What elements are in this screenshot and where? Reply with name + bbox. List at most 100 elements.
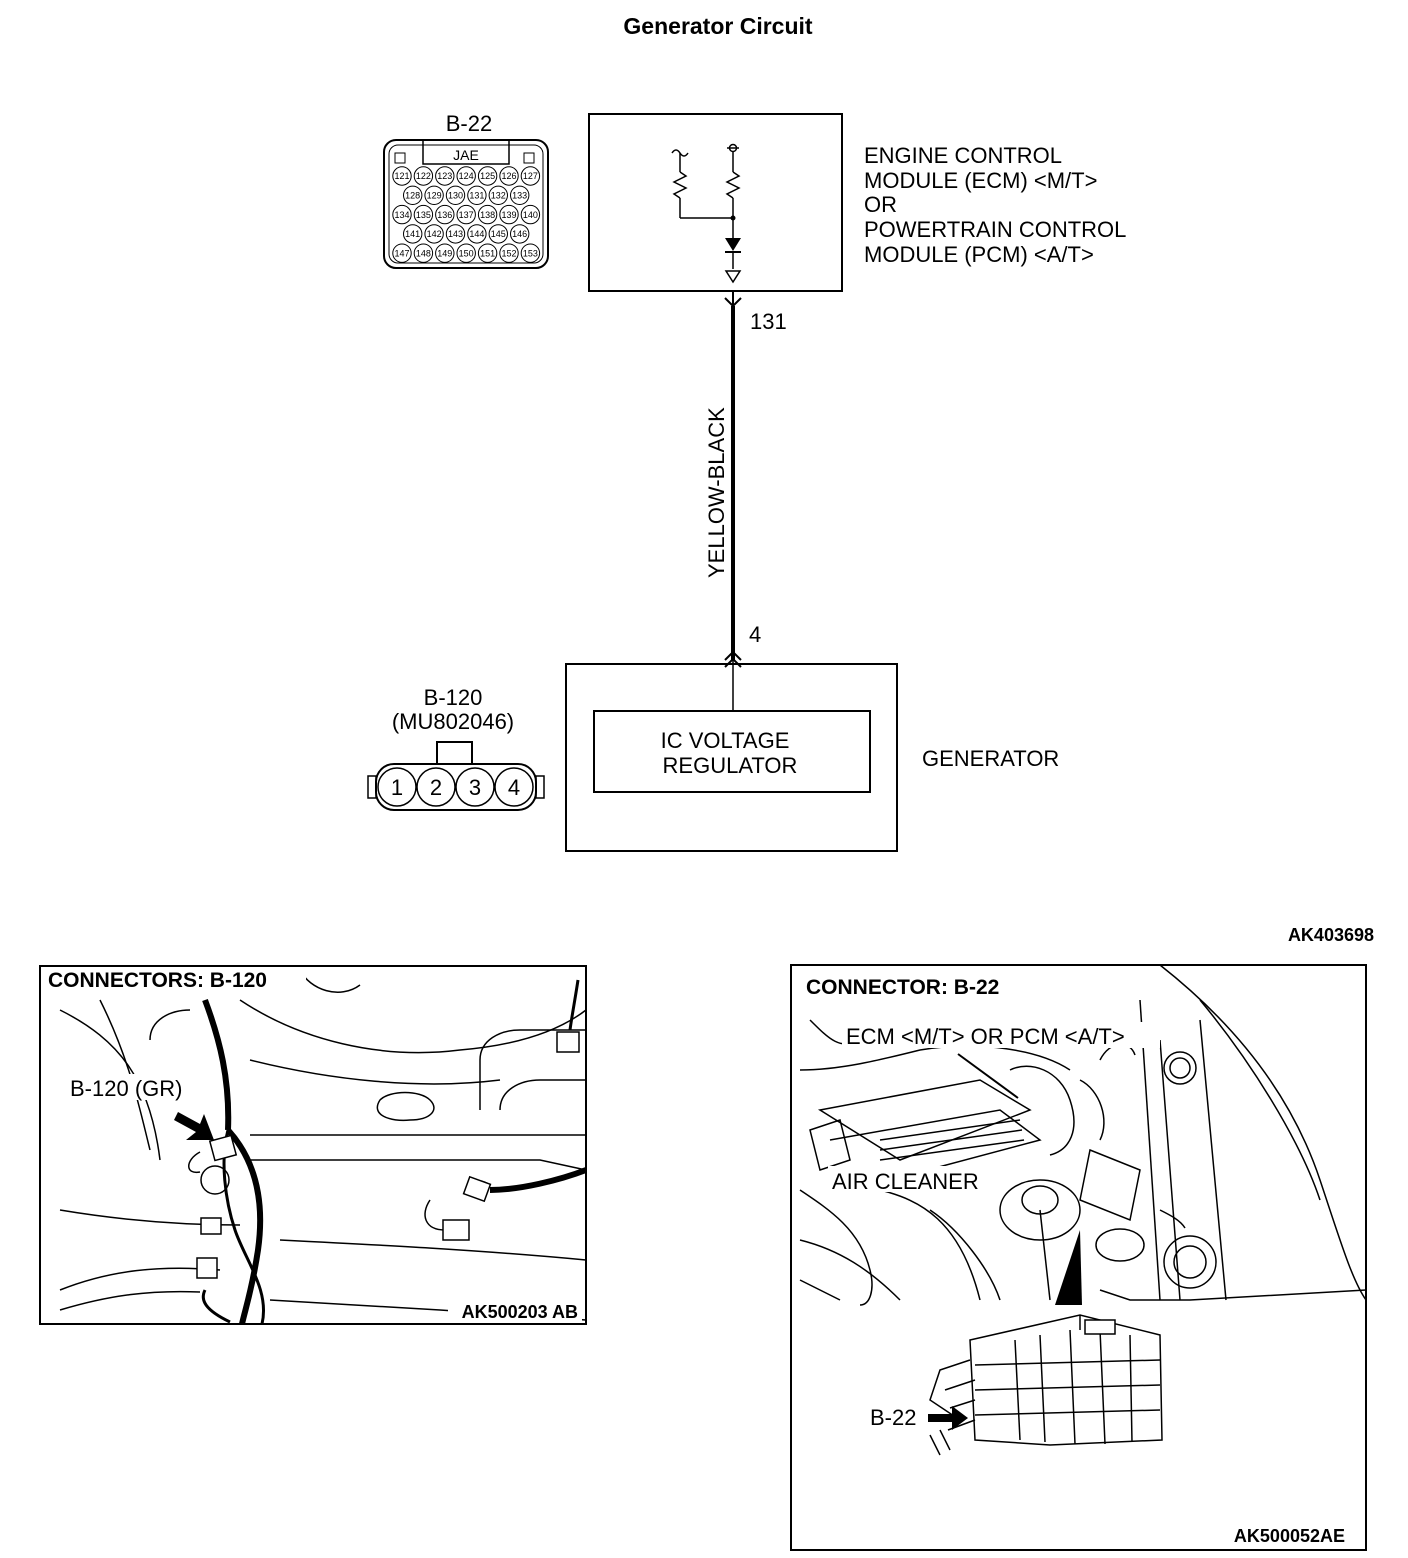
regulator-label-line1: IC VOLTAGE [661,728,790,753]
b22-pin-number: 123 [437,171,452,181]
b22-pin-circle [435,204,455,225]
b120-panel-title: CONNECTORS: B-120 [48,969,267,992]
b120-callout-label: B-120 (GR) [70,1076,182,1101]
generator-terminal-number: 4 [749,622,761,647]
b22-pin-circle [445,224,466,244]
b22-pin-number: 131 [469,191,484,201]
b22-pin-circle [392,166,412,186]
b22-pin-number: 129 [427,191,442,201]
b22-pin-number: 137 [459,210,474,220]
b120-location-panel: CONNECTORS: B-120 B-120 (GR) AK500203 AB [39,965,588,1325]
b22-pin-circle [488,224,508,244]
b22-pin-number: 153 [523,248,538,258]
b22-pin-circle [510,185,530,206]
b22-pin-number: 141 [405,229,420,239]
ecm-label-line3: OR [864,192,897,217]
location-pointer [1055,1230,1082,1305]
b22-pin-number: 130 [448,191,463,201]
b120-pin: 4 [508,775,520,800]
ecm-callout-leader [957,1053,1019,1099]
b22-pin-circle [392,204,412,225]
b22-pin-number: 134 [394,210,409,220]
b22-pin-number: 125 [480,171,495,181]
b22-pin-number: 133 [512,191,527,201]
b22-pin-number: 151 [480,248,495,258]
ecm-box [588,113,843,292]
b22-pin-number: 146 [512,229,527,239]
b22-pin-number: 124 [459,171,474,181]
b120-connector-label: B-120 [424,685,483,710]
b22-maker-label: JAE [453,147,479,163]
b22-pin-circle [499,166,519,186]
b22-pin-number: 135 [416,210,431,220]
b120-part-number: (MU802046) [392,709,514,734]
ecm-label-line5: MODULE (PCM) <A/T> [864,242,1094,267]
air-cleaner-callout: AIR CLEANER [832,1169,979,1194]
b22-pin-circle [445,185,466,206]
b22-pin-number: 126 [501,171,516,181]
b22-pin-number: 144 [469,229,484,239]
b22-pin-circle [403,185,423,206]
b120-pin: 1 [391,775,403,800]
figure-code: AK403698 [1288,925,1374,945]
b22-pin-circle [413,204,434,225]
b22-pin-number: 150 [459,248,474,258]
b120-pin: 2 [430,775,442,800]
b22-panel-code: AK500052AE [1234,1526,1345,1546]
b22-pin-circle [392,243,412,263]
generator-label: GENERATOR [922,746,1059,771]
b22-pin-number: 147 [394,248,409,258]
b22-pin-circle [424,185,444,206]
b22-pin-circle [520,204,541,225]
connector-blocks [196,1031,580,1279]
b22-callout-label: B-22 [870,1405,916,1430]
b120-pin: 3 [469,775,481,800]
ecm-module-drawing [929,1314,1163,1456]
b22-connector-label: B-22 [446,111,492,136]
b22-pin-number: 149 [437,248,452,258]
regulator-label-line2: REGULATOR [663,753,798,778]
b22-pin-circle [477,166,498,186]
b22-panel-title: CONNECTOR: B-22 [806,976,999,999]
diagram-title: Generator Circuit [623,13,812,39]
b120-panel-code: AK500203 AB [462,1302,578,1322]
ecm-label: ENGINE CONTROL MODULE (ECM) <M/T> OR POW… [864,143,1126,267]
harness-wire: 131 4 YELLOW-BLACK [704,292,787,711]
b22-pin-number: 136 [437,210,452,220]
b22-callout-arrow [928,1406,968,1430]
b22-pin-number: 148 [416,248,431,258]
b22-pin-circle [456,243,476,263]
b22-pin-circle [456,204,476,225]
b22-pin-number: 143 [448,229,463,239]
b22-pin-number: 132 [491,191,506,201]
b22-pin-circle [499,243,519,263]
b22-pin-number: 140 [523,210,538,220]
engine-bay-line-art [799,964,1367,1306]
b22-pin-circle [424,224,444,244]
b22-pin-number: 122 [416,171,431,181]
b22-pin-circle [477,243,498,263]
b120-connector-face: B-120 (MU802046) 1 2 3 4 [367,685,545,811]
b22-pin-circle [467,185,487,206]
b22-pin-circle [499,204,519,225]
b22-pin-circle [413,166,434,186]
b22-pin-circle [403,224,423,244]
generator-box: IC VOLTAGE REGULATOR GENERATOR [565,663,1059,852]
b22-pin-number: 145 [491,229,506,239]
ecm-label-line4: POWERTRAIN CONTROL [864,217,1126,242]
wire-color-label: YELLOW-BLACK [704,407,729,578]
b22-pin-circle [520,166,541,186]
b22-pin-number: 152 [501,248,516,258]
b22-pin-circle [477,204,498,225]
b22-pin-circle [435,166,455,186]
b22-pin-circle [520,243,541,263]
b120-callout-arrow [174,1112,214,1140]
ecm-label-line1: ENGINE CONTROL [864,143,1062,168]
b22-pin-number: 142 [427,229,442,239]
ecm-terminal-number: 131 [750,309,787,334]
b22-pin-circle [413,243,434,263]
b22-pin-circle [510,224,530,244]
b22-pin-number: 139 [501,210,516,220]
